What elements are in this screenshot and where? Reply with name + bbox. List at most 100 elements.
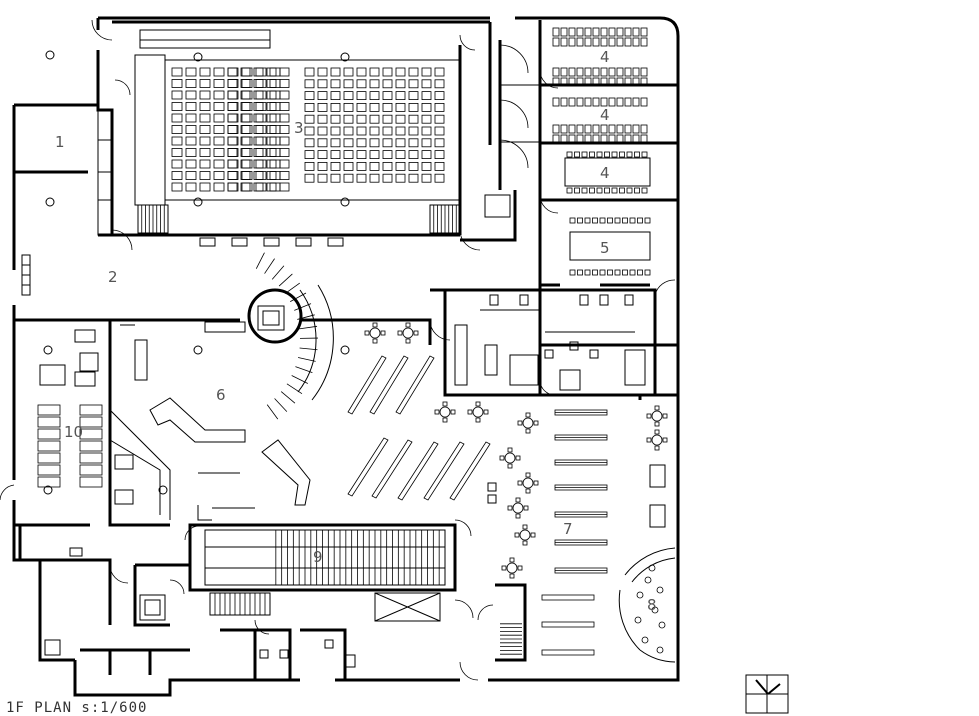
auditorium-seat <box>185 159 197 169</box>
desk <box>576 27 584 37</box>
auditorium-seat <box>253 159 264 169</box>
desk <box>616 27 624 37</box>
desk <box>616 37 624 47</box>
room-label-7: 7 <box>563 520 573 538</box>
desk <box>632 124 640 134</box>
desk <box>616 97 624 107</box>
desk <box>576 67 584 77</box>
auditorium-seat <box>304 173 315 183</box>
desk <box>552 97 560 107</box>
auditorium-seat <box>330 173 341 183</box>
chair <box>442 417 448 423</box>
auditorium-seat <box>279 136 290 146</box>
auditorium-seat <box>241 125 253 134</box>
desk <box>608 67 616 77</box>
auditorium-seat <box>269 90 281 100</box>
auditorium-seat <box>266 102 277 111</box>
desk <box>624 27 632 37</box>
circular-reading <box>618 547 676 663</box>
auditorium <box>91 19 492 251</box>
auditorium-seat <box>304 161 315 171</box>
auditorium-seat <box>421 79 432 89</box>
auditorium-seat <box>269 182 281 192</box>
room-1-area <box>14 50 114 296</box>
auditorium-seat <box>253 171 264 180</box>
auditorium-seat <box>343 150 354 160</box>
auditorium-seat <box>227 171 239 180</box>
auditorium-seat <box>227 125 238 134</box>
auditorium-seat <box>241 113 253 123</box>
auditorium-seat <box>241 171 253 180</box>
chair <box>525 472 531 478</box>
desk <box>640 134 648 144</box>
stool <box>636 591 644 599</box>
auditorium-seat <box>369 79 380 89</box>
round-table <box>504 452 516 464</box>
room-label-3: 3 <box>294 119 304 137</box>
auditorium-seat <box>395 150 406 160</box>
chair <box>533 420 539 426</box>
desk <box>600 124 608 134</box>
chair <box>574 187 580 194</box>
auditorium-seat <box>434 79 445 89</box>
stool <box>644 576 652 584</box>
auditorium-seat <box>395 138 406 148</box>
office-area <box>0 318 432 527</box>
desk <box>632 134 640 144</box>
auditorium-seat <box>317 114 328 124</box>
auditorium-seat <box>395 126 406 136</box>
auditorium-seat <box>241 159 253 169</box>
auditorium-seat <box>330 126 341 136</box>
round-table <box>439 406 451 418</box>
auditorium-seat <box>395 79 406 89</box>
chair <box>372 322 378 328</box>
auditorium-seat <box>279 148 290 157</box>
auditorium-seat <box>317 138 328 148</box>
chair <box>364 330 370 336</box>
auditorium-seat <box>227 102 239 111</box>
auditorium-seat <box>382 126 393 136</box>
desk <box>640 67 648 77</box>
auditorium-seat <box>171 113 183 123</box>
room-label-4c: 4 <box>600 164 610 182</box>
auditorium-seat <box>240 125 251 134</box>
chair <box>644 217 651 224</box>
chair <box>589 187 595 194</box>
auditorium-seat <box>382 138 393 148</box>
auditorium-seat <box>369 161 380 171</box>
room-label-6: 6 <box>216 386 226 404</box>
room-label-4a: 4 <box>600 48 610 66</box>
auditorium-seat <box>356 103 367 112</box>
auditorium-seat <box>343 173 354 183</box>
round-table <box>402 327 414 339</box>
auditorium-seat <box>317 91 328 100</box>
office-desk <box>79 464 103 476</box>
desk <box>616 77 624 87</box>
auditorium-seat <box>213 125 225 134</box>
chair <box>589 151 595 158</box>
auditorium-seat <box>255 113 267 123</box>
auditorium-seat <box>330 161 341 171</box>
chair <box>523 505 529 511</box>
room-label-4b: 4 <box>600 106 610 124</box>
book-shelf <box>347 437 389 497</box>
desk <box>632 77 640 87</box>
auditorium-seat <box>171 136 183 146</box>
chair <box>629 269 636 276</box>
office-desk <box>79 452 103 464</box>
chair <box>604 151 610 158</box>
auditorium-seat <box>279 113 290 123</box>
office-desk <box>79 428 103 440</box>
auditorium-seat <box>304 150 315 160</box>
desk <box>560 134 568 144</box>
auditorium-seat <box>185 136 197 146</box>
desk <box>640 37 648 47</box>
east-corridor <box>460 20 559 290</box>
auditorium-seat <box>171 171 183 180</box>
desk <box>552 67 560 77</box>
desk <box>568 77 576 87</box>
desk <box>592 37 600 47</box>
auditorium-seat <box>343 79 354 89</box>
auditorium-seat <box>395 114 406 124</box>
